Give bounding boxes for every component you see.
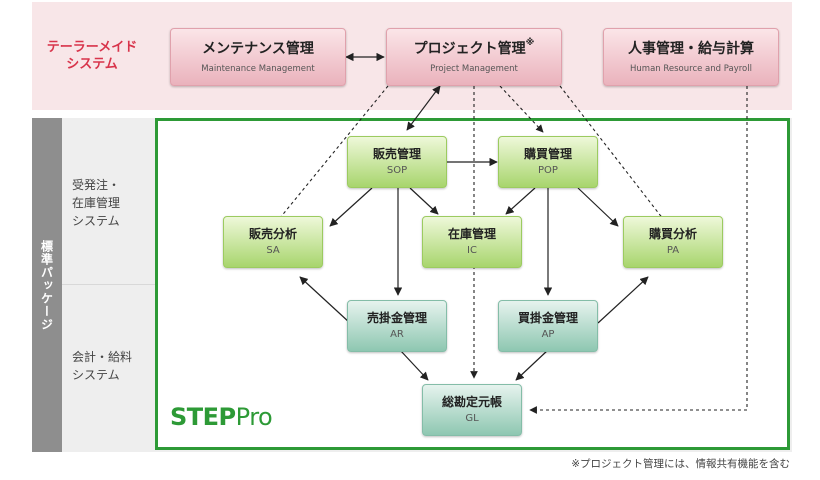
module-pa: 購買分析 PA	[623, 216, 723, 268]
edge-project-pop	[499, 85, 544, 133]
module-project-sub: Project Management	[430, 64, 518, 74]
logo-step: STEP	[170, 403, 236, 431]
module-pop-sub: POP	[538, 165, 558, 176]
module-hr-title: 人事管理・給与計算	[628, 41, 754, 57]
module-ar-title: 売掛金管理	[366, 311, 427, 325]
section-divider	[62, 284, 156, 285]
module-ap-sub: AP	[541, 329, 555, 340]
edge-ap-gl	[515, 349, 549, 381]
module-ic-title: 在庫管理	[447, 227, 496, 241]
module-project-title-wrap: プロジェクト管理※	[387, 38, 561, 58]
module-sop: 販売管理 SOP	[347, 136, 447, 188]
logo-pro: Pro	[235, 403, 273, 431]
module-ap: 買掛金管理 AP	[498, 300, 598, 352]
order-inventory-section-label: 受発注・ 在庫管理 システム	[72, 176, 120, 230]
module-ar: 売掛金管理 AR	[347, 300, 447, 352]
module-hr: 人事管理・給与計算 Human Resource and Payroll	[603, 28, 779, 86]
module-ic: 在庫管理 IC	[422, 216, 522, 268]
order-section-line3: システム	[72, 214, 120, 228]
edge-pop-pa	[577, 187, 619, 227]
edge-project-sop	[406, 85, 441, 131]
module-sa: 販売分析 SA	[223, 216, 323, 268]
footnote: ※プロジェクト管理には、情報共有機能を含む	[571, 458, 790, 470]
tailor-made-label-line2: システム	[66, 57, 118, 72]
module-maintenance-sub: Maintenance Management	[201, 64, 315, 74]
module-pa-title: 購買分析	[648, 227, 697, 241]
module-sop-title: 販売管理	[372, 147, 421, 161]
module-sop-sub: SOP	[386, 165, 408, 176]
edge-pop-ic	[505, 187, 536, 215]
edge-project-pa	[559, 85, 668, 225]
module-sa-sub: SA	[266, 245, 280, 256]
order-section-line2: 在庫管理	[72, 196, 121, 210]
module-ic-sub: IC	[467, 245, 477, 256]
standard-package-label: 標準パッケージ	[32, 118, 62, 452]
module-hr-sub: Human Resource and Payroll	[630, 64, 752, 74]
acct-section-line1: 会計・給料	[72, 350, 133, 364]
module-gl: 総勘定元帳 GL	[422, 384, 522, 436]
edge-ap-pa	[597, 276, 649, 324]
module-maintenance-title: メンテナンス管理	[202, 41, 314, 57]
edge-sop-sa	[329, 187, 373, 227]
edge-hr-gl	[529, 86, 748, 414]
tailor-made-label: テーラーメイド システム	[32, 2, 152, 110]
edge-ar-gl	[399, 349, 429, 381]
module-ap-title: 買掛金管理	[517, 311, 578, 325]
edge-ar-sa	[299, 276, 351, 324]
module-pop: 購買管理 POP	[498, 136, 598, 188]
module-pa-sub: PA	[666, 245, 680, 256]
module-project-mark: ※	[525, 38, 535, 48]
module-ar-sub: AR	[390, 329, 404, 340]
module-pop-title: 購買管理	[523, 147, 572, 161]
module-sa-title: 販売分析	[248, 227, 297, 241]
module-maintenance: メンテナンス管理 Maintenance Management	[170, 28, 346, 86]
steppro-logo: STEPPro	[170, 403, 273, 431]
order-section-line1: 受発注・	[72, 178, 121, 192]
tailor-made-label-line1: テーラーメイド	[46, 40, 138, 55]
module-project-title: プロジェクト管理	[413, 41, 526, 57]
accounting-section-label: 会計・給料 システム	[72, 348, 132, 384]
module-gl-sub: GL	[465, 413, 479, 424]
module-gl-title: 総勘定元帳	[441, 395, 502, 409]
acct-section-line2: システム	[72, 368, 120, 382]
edge-sop-ic	[409, 187, 439, 215]
module-project: プロジェクト管理※ Project Management	[386, 28, 562, 86]
